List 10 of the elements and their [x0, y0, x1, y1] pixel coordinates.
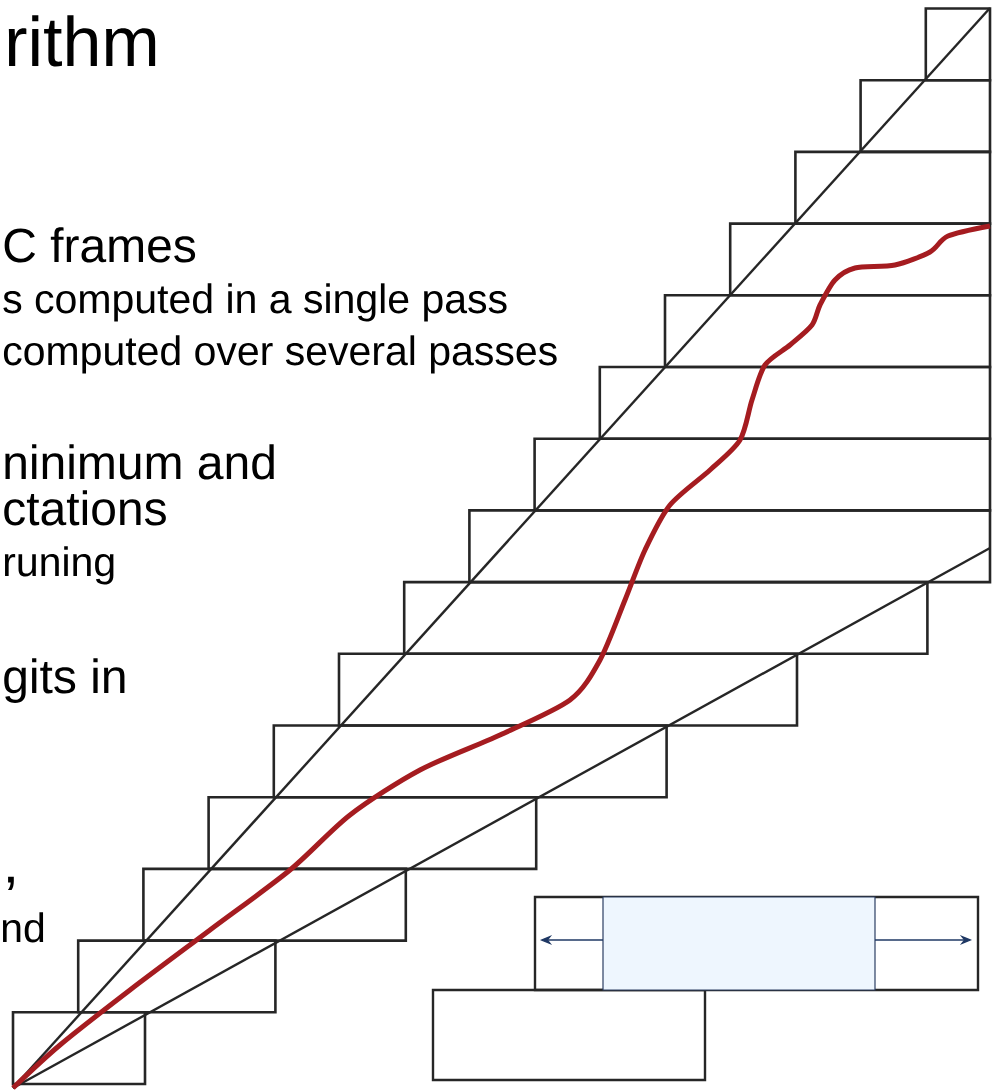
- bullet-text: ctations: [4, 490, 166, 526]
- bullet-text: computed over several passes: [3, 335, 557, 374]
- bullet-text: runing: [4, 546, 114, 585]
- bullet-text: gits in: [4, 658, 125, 703]
- punctuation-mark: ’: [7, 876, 14, 891]
- bullet-text: C frames: [4, 227, 196, 263]
- slide-title: rithm: [8, 15, 156, 67]
- bullet-text: ninimum and: [5, 444, 274, 480]
- bullet-text: s computed in a single pass: [3, 283, 507, 322]
- bullet-text: nd: [2, 912, 44, 943]
